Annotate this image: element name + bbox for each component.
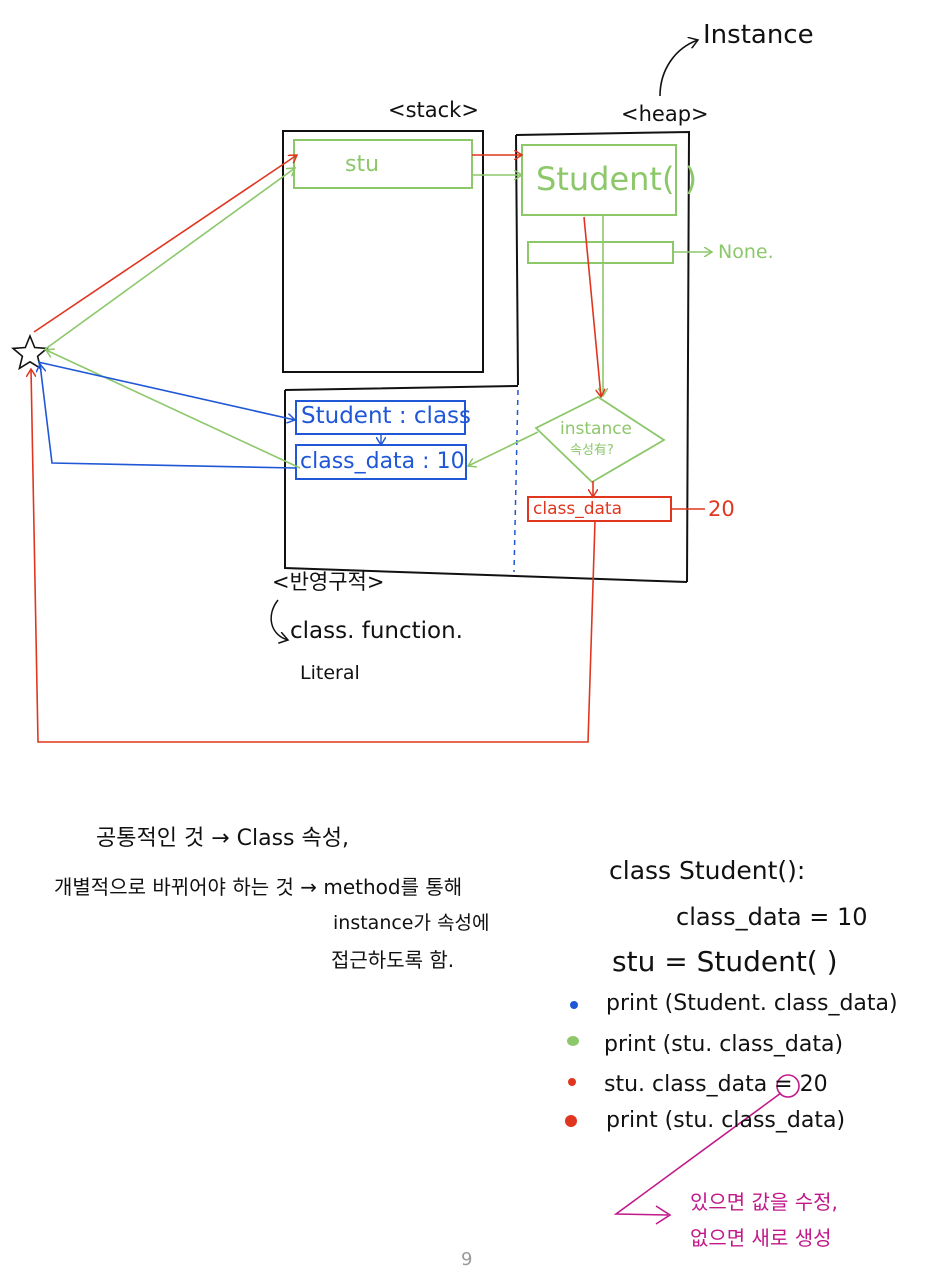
heap-class-data-label: class_data (533, 499, 622, 519)
fallback-arrow-green (468, 431, 539, 466)
note-line-2: 개별적으로 바뀌어야 하는 것 → method를 통해 (54, 875, 463, 899)
annotation-line-1: 있으면 값을 수정, (690, 1190, 838, 1214)
class-box-label: Student : class (301, 403, 472, 429)
heap-value-label: 20 (708, 497, 735, 521)
region-items: class. function. (290, 618, 463, 644)
stack-variable-label: stu (345, 152, 380, 177)
bullet-red (565, 1115, 577, 1127)
code-line-1: class Student(): (609, 856, 806, 885)
star-to-stack-red (33, 155, 297, 333)
class-data-box-label: class_data : 10 (300, 449, 465, 474)
annotation-line-2: 없으면 새로 생성 (690, 1226, 832, 1250)
stack-frame (282, 130, 484, 373)
region-label: <반영구적> (272, 570, 385, 594)
code-line-3: stu = Student( ) (612, 945, 838, 978)
heap-attribute-slot (527, 241, 674, 264)
code-line-2: class_data = 10 (676, 903, 868, 931)
instance-label: Instance (703, 20, 814, 50)
star-to-class-blue (37, 361, 295, 420)
note-line-3: instance가 속성에 (333, 912, 490, 934)
star-icon (10, 333, 50, 371)
bullet-blue (570, 1001, 578, 1009)
heap-object-box (521, 144, 677, 216)
data-to-star-green (46, 350, 301, 469)
region-divider (513, 389, 519, 573)
annotation-arrowhead (655, 1205, 672, 1225)
bullet-green (567, 1036, 579, 1046)
code-line-4: print (Student. class_data) (606, 991, 898, 1016)
instance-pointer-arrow (659, 40, 698, 97)
assignment-highlight (776, 1074, 800, 1098)
diamond-label-line2: 속성有? (570, 443, 614, 458)
heap-label: <heap> (621, 102, 709, 126)
code-line-5: print (stu. class_data) (604, 1032, 844, 1057)
region-curve-arrow (270, 599, 288, 640)
code-line-7: print (stu. class_data) (606, 1108, 846, 1133)
star-to-stack-green (43, 168, 295, 351)
permanent-region-frame (284, 385, 688, 583)
class-data-to-star-blue (40, 364, 297, 469)
note-line-1: 공통적인 것 → Class 속성, (96, 826, 349, 851)
stack-label: <stack> (388, 98, 479, 122)
note-line-4: 접근하도록 함. (331, 948, 455, 972)
page-number: 9 (461, 1249, 473, 1270)
heap-object-label: Student( ) (536, 160, 698, 198)
region-items-literal: Literal (300, 662, 360, 684)
return-path-red (31, 369, 596, 743)
diamond-label-line1: instance (560, 419, 633, 439)
bullet-red-small (568, 1078, 576, 1086)
lookup-arrow-red (583, 216, 601, 397)
none-label: None. (718, 241, 774, 263)
stack-variable-box (293, 139, 473, 189)
annotation-pointer (613, 1092, 782, 1216)
instance-attr-diamond (534, 395, 666, 484)
code-line-6: stu. class_data = 20 (604, 1072, 828, 1097)
